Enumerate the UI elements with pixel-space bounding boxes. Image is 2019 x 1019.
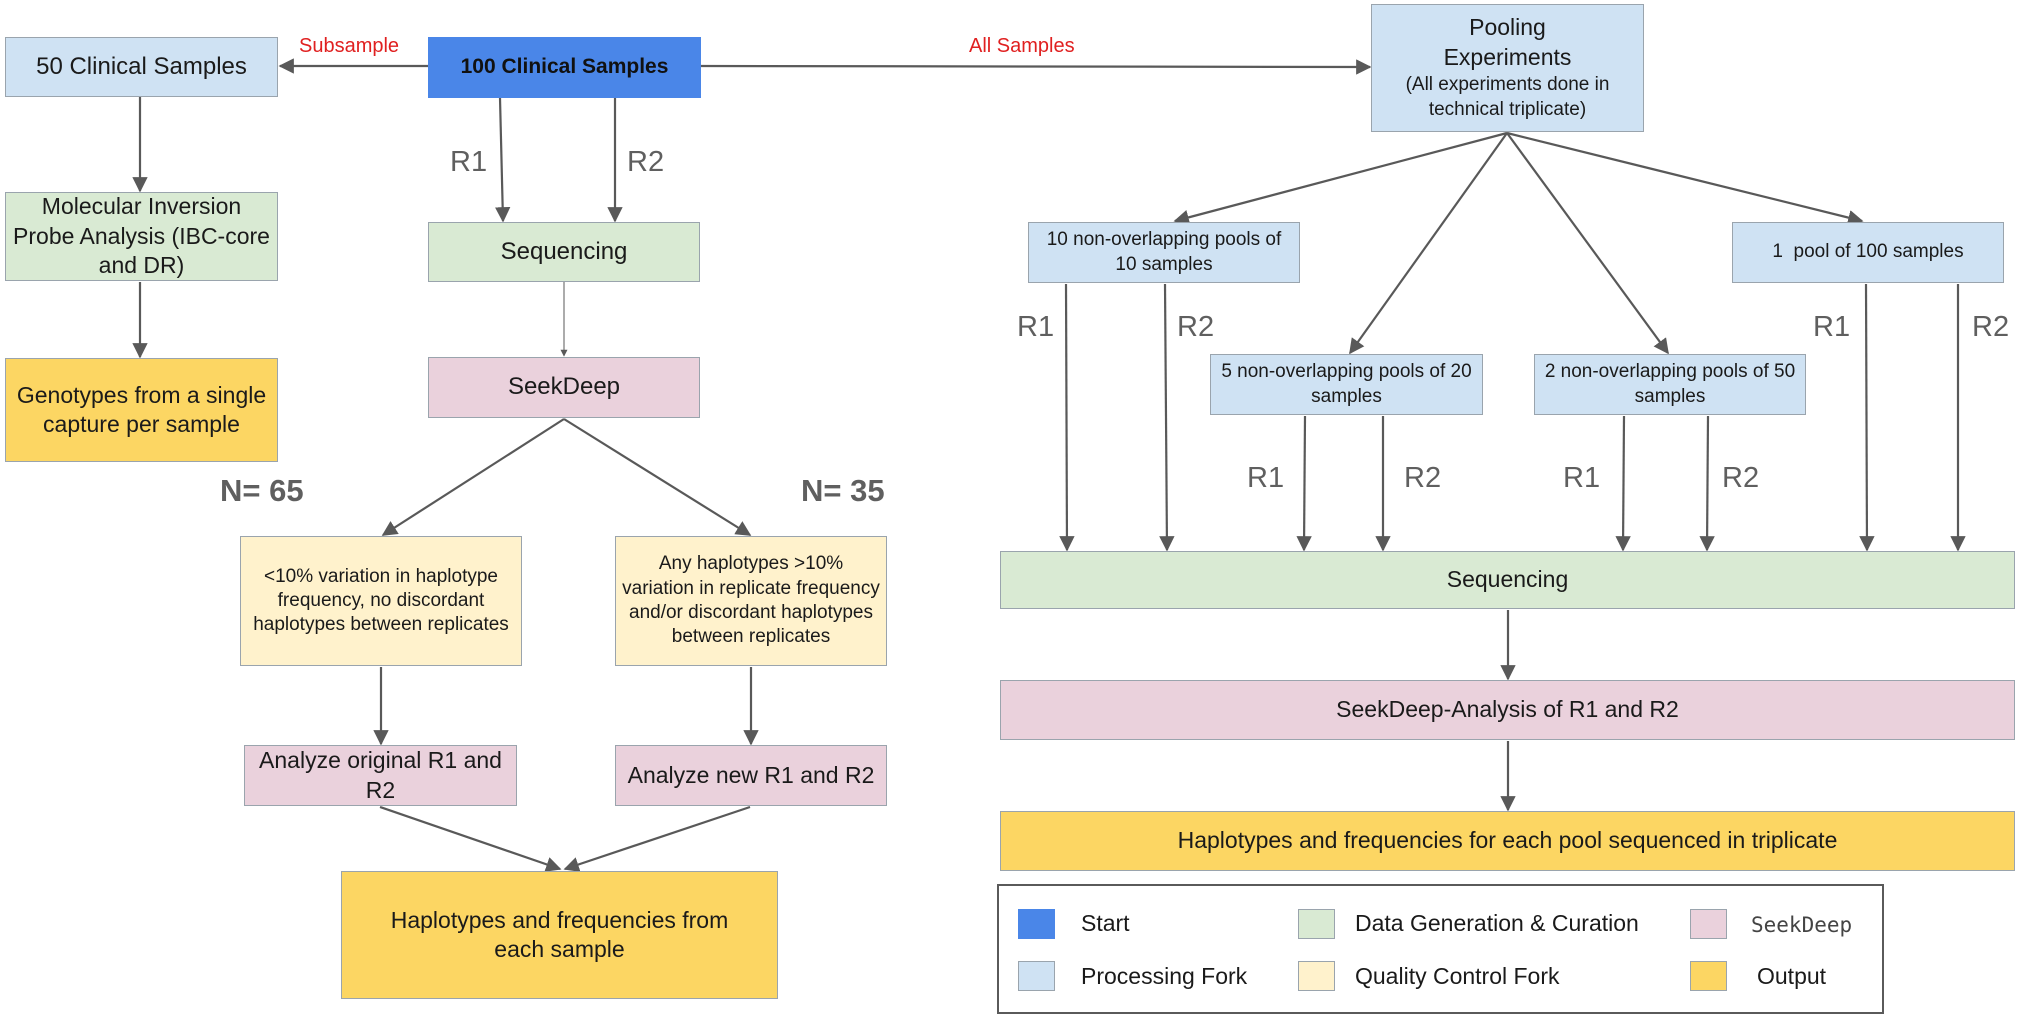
legend-swatch-seekdeep xyxy=(1690,909,1727,939)
sequencing-left-node: Sequencing xyxy=(428,222,700,282)
subsample-node: 50 Clinical Samples xyxy=(5,37,278,97)
pooling-experiments-node: Pooling Experiments (All experiments don… xyxy=(1371,4,1644,132)
legend-swatch-start xyxy=(1018,909,1055,939)
arrow-pooling-to-pool2 xyxy=(1506,132,1669,355)
r1-label: R1 xyxy=(1017,311,1055,343)
legend-swatch-data-generation xyxy=(1298,909,1335,939)
arrow-seekdeep-to-qc-high xyxy=(563,418,752,536)
arrow-pool1-r1 xyxy=(1859,283,1875,552)
output-left-node: Haplotypes and frequencies from each sam… xyxy=(341,871,778,999)
r1-label: R1 xyxy=(1813,311,1851,343)
r2-label: R2 xyxy=(1972,311,2010,343)
pool2-node: 2 non-overlapping pools of 50 samples xyxy=(1534,354,1806,415)
mip-analysis-node: Molecular Inversion Probe Analysis (IBC-… xyxy=(5,192,278,281)
legend-label-seekdeep: SeekDeep xyxy=(1751,913,1853,937)
legend-label-data-generation: Data Generation & Curation xyxy=(1355,910,1639,936)
arrow-pool10-r1 xyxy=(1059,283,1075,552)
legend-swatch-processing-fork xyxy=(1018,961,1055,991)
arrow-analyze-original-to-output xyxy=(379,805,562,872)
qc-low-variation-node: <10% variation in haplotype frequency, n… xyxy=(240,536,522,666)
pool10-node: 10 non-overlapping pools of 10 samples xyxy=(1028,222,1300,283)
analyze-new-node: Analyze new R1 and R2 xyxy=(615,745,887,806)
output-right-node: Haplotypes and frequencies for each pool… xyxy=(1000,811,2015,871)
arrow-pool2-r1 xyxy=(1615,415,1631,552)
r2-label: R2 xyxy=(1722,462,1760,494)
arrow-pool5-r1 xyxy=(1296,415,1312,552)
arrow-seekdeep-to-qc-low xyxy=(381,418,565,536)
n35-label: N= 35 xyxy=(801,473,885,508)
legend-swatch-output xyxy=(1690,961,1727,991)
seekdeep-left-node: SeekDeep xyxy=(428,357,700,418)
arrow-pooling-to-pool5 xyxy=(1349,132,1508,355)
r2-label: R2 xyxy=(627,146,665,178)
arrow-start-to-sequencing-r1 xyxy=(494,97,511,223)
r1-label: R1 xyxy=(1563,462,1601,494)
pooling-title: Pooling Experiments xyxy=(1443,14,1572,71)
legend-label-processing-fork: Processing Fork xyxy=(1081,963,1248,989)
pool5-node: 5 non-overlapping pools of 20 samples xyxy=(1210,354,1483,415)
legend-swatch-quality-control xyxy=(1298,961,1335,991)
r1-label: R1 xyxy=(1247,462,1285,494)
legend-label-output: Output xyxy=(1757,963,1827,989)
arrow-pool2-r2 xyxy=(1699,415,1715,552)
arrow-pool10-r2 xyxy=(1159,283,1175,552)
sequencing-right-node: Sequencing xyxy=(1000,551,2015,609)
analyze-original-node: Analyze original R1 and R2 xyxy=(244,745,517,806)
r2-label: R2 xyxy=(1404,462,1442,494)
subsample-edge-label: Subsample xyxy=(299,35,400,57)
arrow-start-to-pooling xyxy=(700,59,1372,75)
r1-label: R1 xyxy=(450,146,488,178)
arrow-analyze-new-to-output xyxy=(563,805,751,872)
legend-label-start: Start xyxy=(1081,910,1130,936)
arrow-pooling-to-pool10 xyxy=(1173,131,1508,225)
legend-label-quality-control: Quality Control Fork xyxy=(1355,963,1560,989)
legend: Start Processing Fork Data Generation & … xyxy=(997,884,1884,1014)
start-node: 100 Clinical Samples xyxy=(428,37,701,98)
r2-label: R2 xyxy=(1177,311,1215,343)
arrow-pooling-to-pool1 xyxy=(1506,131,1864,226)
genotypes-output-node: Genotypes from a single capture per samp… xyxy=(5,358,278,462)
n65-label: N= 65 xyxy=(220,473,304,508)
qc-high-variation-node: Any haplotypes >10% variation in replica… xyxy=(615,536,887,666)
pool1-node: 1 pool of 100 samples xyxy=(1732,222,2004,283)
pooling-note: (All experiments done in technical tripl… xyxy=(1405,74,1610,120)
seekdeep-analysis-right-node: SeekDeep-Analysis of R1 and R2 xyxy=(1000,680,2015,740)
all-samples-edge-label: All Samples xyxy=(969,35,1075,57)
